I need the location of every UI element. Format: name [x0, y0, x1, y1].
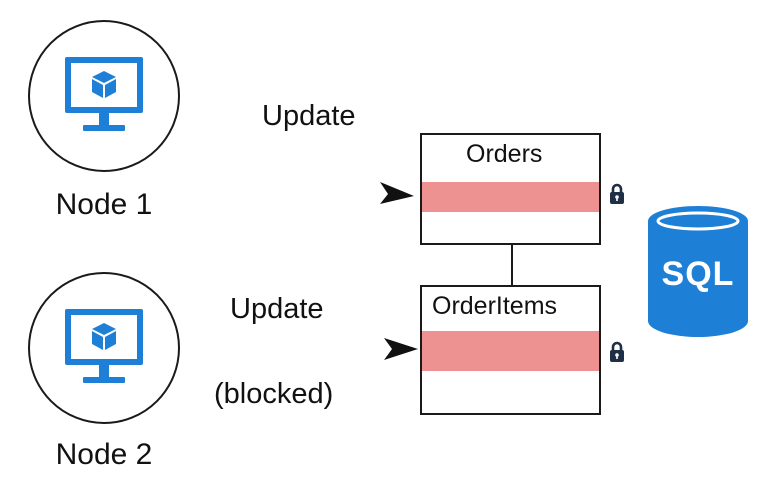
node-2-circle [28, 272, 180, 424]
orders-table: Orders [420, 133, 601, 245]
orderitems-table: OrderItems [420, 285, 601, 415]
monitor-cube-icon [65, 57, 143, 131]
orderitems-table-title: OrderItems [432, 292, 558, 320]
orderitems-locked-row [422, 331, 599, 371]
arrowhead-orders [380, 182, 414, 204]
update-label-2: Update [230, 293, 324, 325]
node-1-circle [28, 20, 180, 172]
lock-icon [610, 341, 624, 362]
blocked-status-label: (blocked) [214, 378, 334, 410]
arrowhead-orderitems [384, 338, 418, 360]
orders-locked-row [422, 182, 599, 212]
table-relation-line [511, 243, 513, 286]
node-1-label: Node 1 [55, 188, 153, 221]
update-label-1: Update [262, 100, 356, 132]
orders-table-title: Orders [466, 140, 543, 168]
monitor-cube-icon [65, 309, 143, 383]
sql-label: SQL [661, 255, 735, 293]
lock-icon [610, 183, 624, 204]
database-cylinder-icon [648, 206, 748, 337]
node-2-label: Node 2 [55, 438, 153, 471]
